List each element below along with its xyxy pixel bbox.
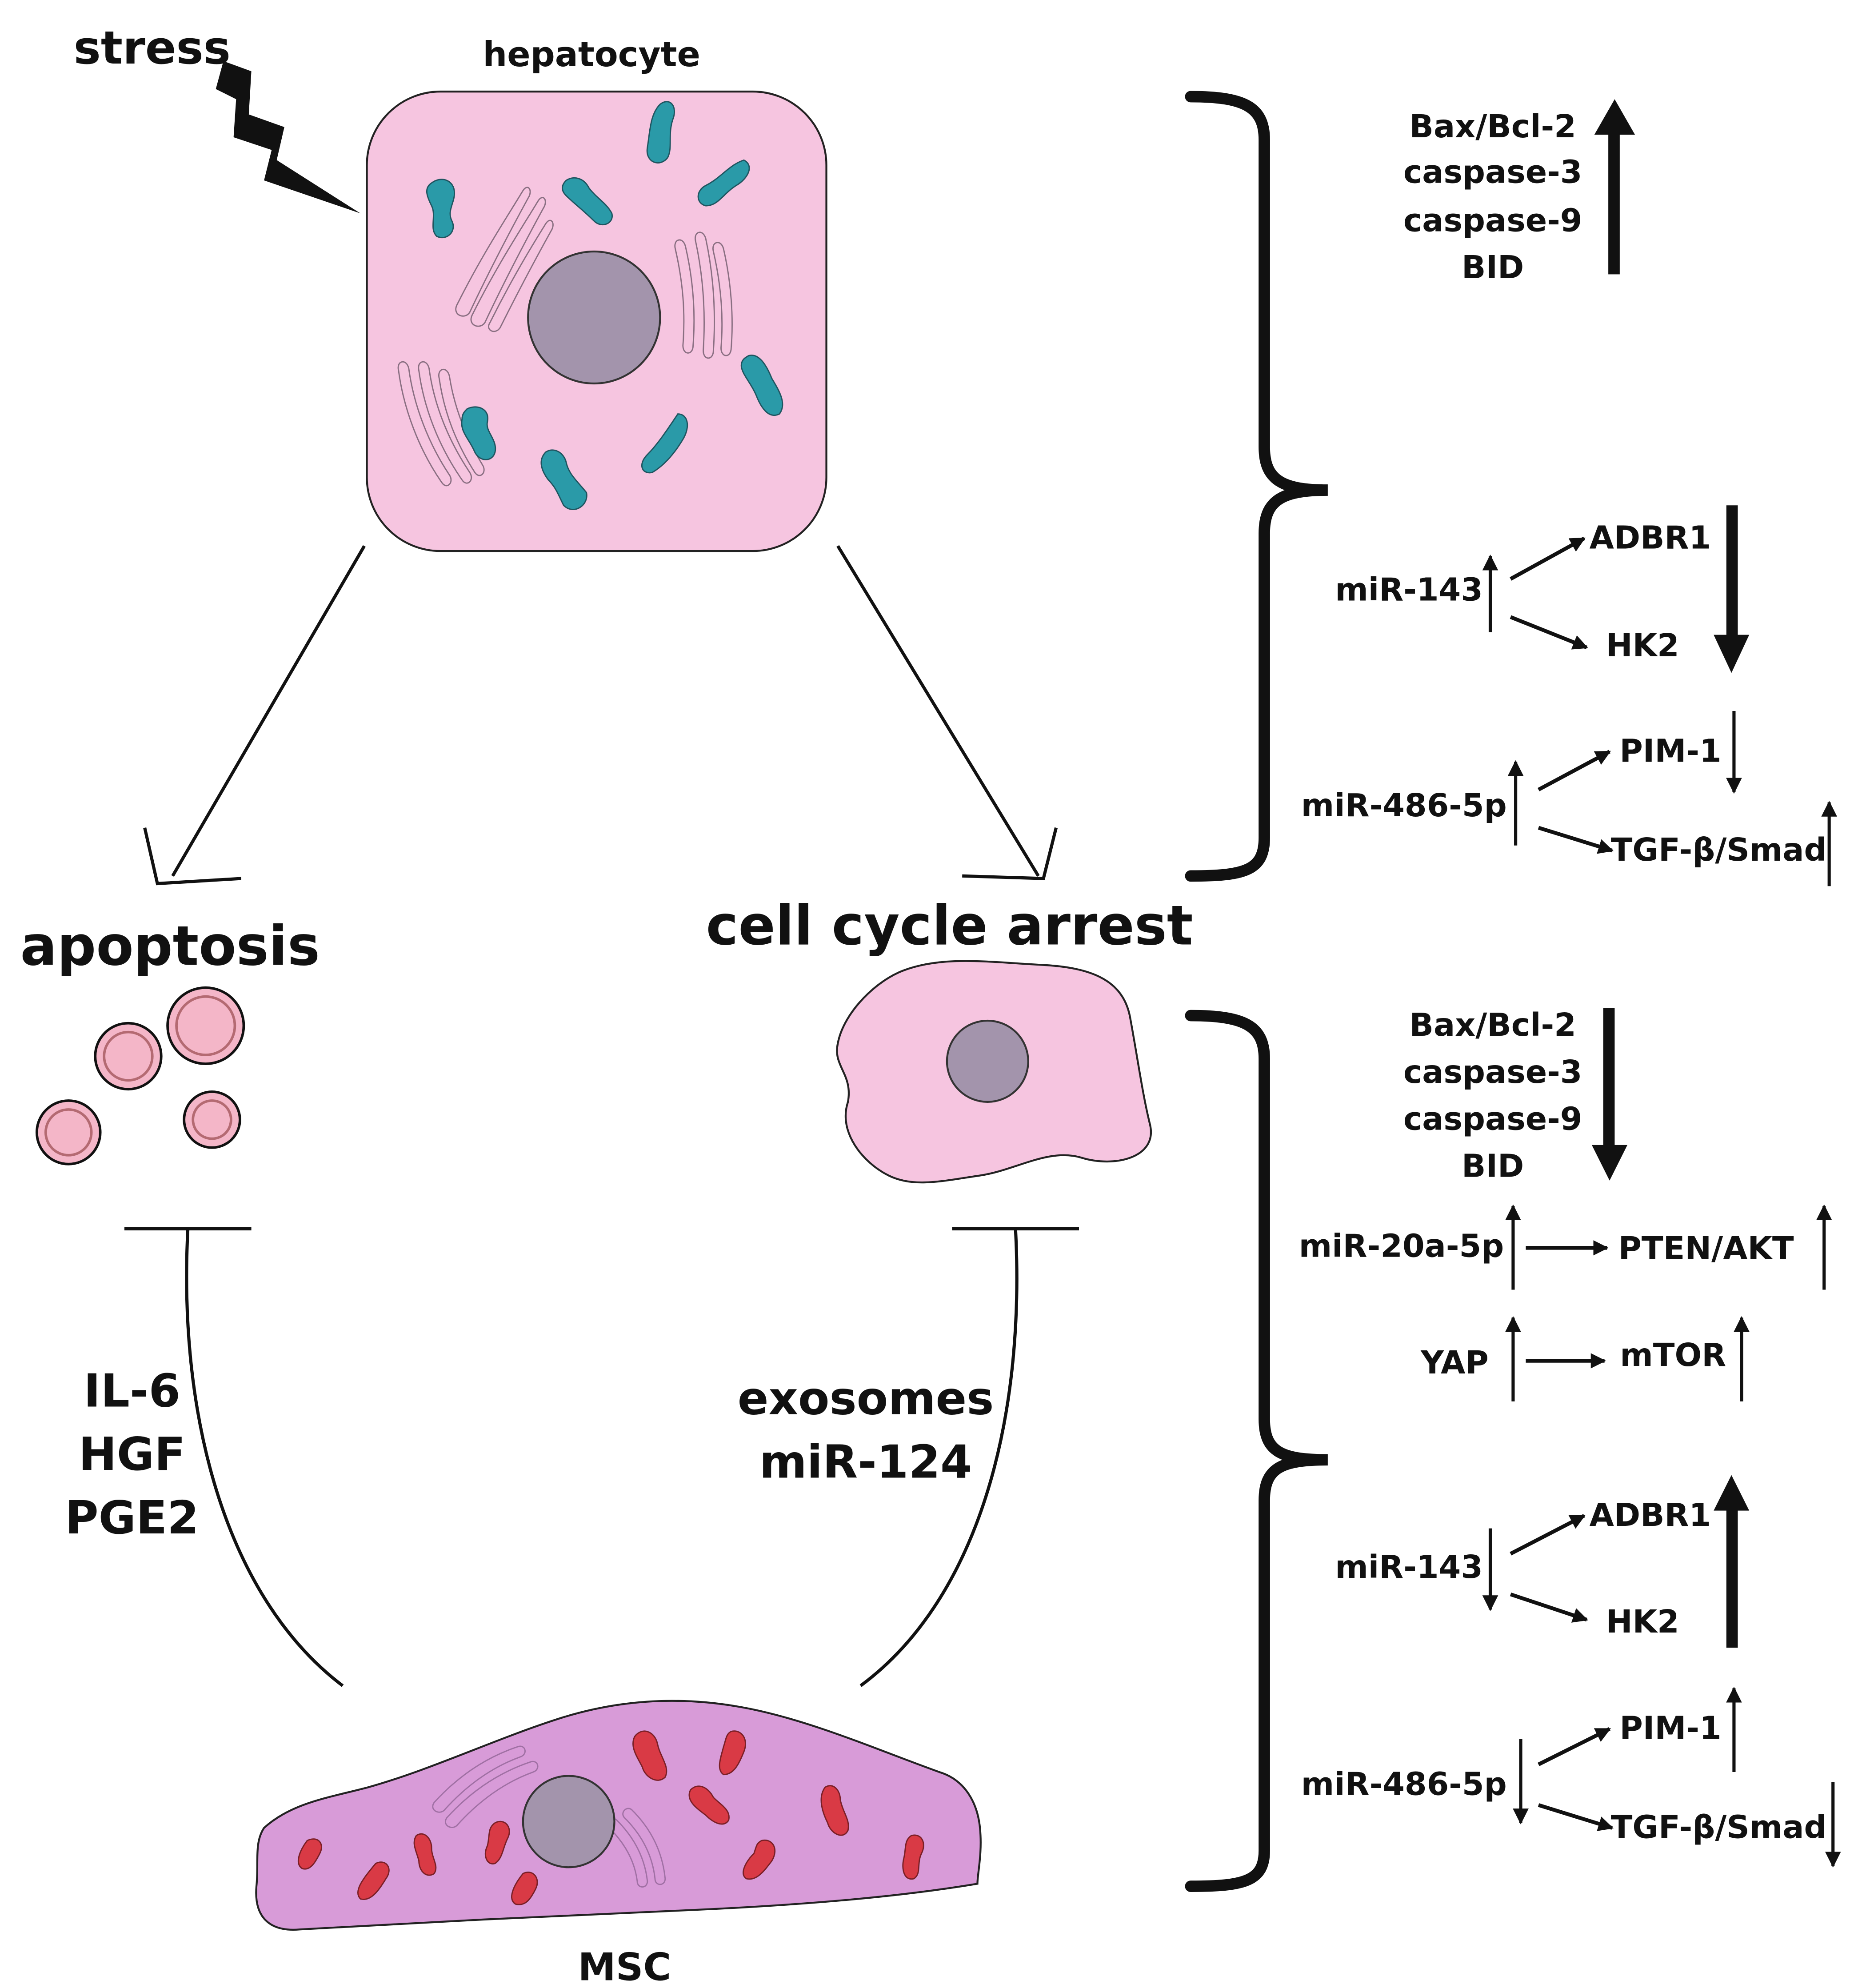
- injury-apoptosis-markers: Bax/Bcl-2 caspase-3 caspase-9 BID: [1403, 108, 1582, 286]
- marker-bid: BID: [1462, 249, 1524, 286]
- paracrine-factor-il6: IL-6: [84, 1365, 180, 1417]
- hepatocyte-cell: [366, 90, 827, 552]
- up-arrow-icon: [1714, 1475, 1750, 1648]
- msc-nucleus: [522, 1775, 615, 1868]
- cell-cycle-arrest-label: cell cycle arrest: [706, 894, 1193, 958]
- hepatocyte-nucleus: [527, 250, 661, 385]
- msc-mir143-label: miR-143: [1335, 1549, 1483, 1585]
- mir20a-label: miR-20a-5p: [1299, 1227, 1504, 1264]
- mtor-label: mTOR: [1620, 1337, 1726, 1373]
- injury-target-pim1: PIM-1: [1619, 732, 1721, 769]
- up-arrow-icon: [1594, 99, 1635, 275]
- stress-label: stress: [74, 22, 231, 75]
- msc-mir143-target-arrows: [1510, 1514, 1588, 1623]
- mir486-target-arrows: [1538, 750, 1614, 854]
- mitochondria: [426, 101, 783, 510]
- exosome-factors: exosomes miR-124: [738, 1372, 994, 1489]
- exosomes-label: exosomes: [738, 1372, 994, 1425]
- marker-caspase3: caspase-3: [1403, 154, 1582, 191]
- yap-label: YAP: [1420, 1344, 1488, 1381]
- msc-inhibition-lines: [124, 1227, 1079, 1687]
- paracrine-factors: IL-6 HGF PGE2: [65, 1365, 199, 1545]
- injury-target-hk2: HK2: [1606, 627, 1679, 664]
- arrested-cell: [836, 960, 1152, 1184]
- msc-marker-caspase3: caspase-3: [1403, 1054, 1582, 1090]
- injury-target-tgfb-smad: TGF-β/Smad: [1611, 831, 1827, 868]
- msc-target-hk2: HK2: [1606, 1603, 1679, 1640]
- msc-marker-bax-bcl2: Bax/Bcl-2: [1410, 1006, 1576, 1043]
- lightning-bolt-icon: [216, 61, 361, 214]
- mir124-label: miR-124: [759, 1436, 972, 1489]
- down-arrow-icon: [1714, 505, 1750, 673]
- msc-target-tgfb-smad: TGF-β/Smad: [1611, 1809, 1827, 1846]
- msc-label: MSC: [578, 1945, 671, 1988]
- mir143-target-arrows: [1510, 536, 1588, 650]
- pten-akt-label: PTEN/AKT: [1618, 1230, 1794, 1267]
- down-arrow-icon: [1592, 1008, 1627, 1181]
- injury-brace: [1185, 91, 1328, 882]
- msc-mir486-label: miR-486-5p: [1301, 1765, 1507, 1802]
- msc-panel: Bax/Bcl-2 caspase-3 caspase-9 BID miR-20…: [1299, 1006, 1841, 1868]
- msc-mir486-target-arrows: [1538, 1727, 1614, 1831]
- paracrine-factor-pge2: PGE2: [65, 1492, 199, 1545]
- msc-mitochondria: [297, 1730, 924, 1905]
- msc-brace: [1185, 1010, 1328, 1892]
- apoptotic-bodies: [35, 986, 245, 1166]
- injury-mir486-label: miR-486-5p: [1301, 787, 1507, 824]
- msc-cell: [255, 1700, 982, 1931]
- msc-marker-caspase9: caspase-9: [1403, 1101, 1582, 1138]
- msc-golgi: [432, 1745, 666, 1888]
- marker-caspase9: caspase-9: [1403, 202, 1582, 239]
- braces: [1185, 91, 1328, 1892]
- apoptosis-label: apoptosis: [20, 914, 320, 978]
- msc-apoptosis-markers: Bax/Bcl-2 caspase-3 caspase-9 BID: [1403, 1006, 1582, 1184]
- injury-target-adbr1: ADBR1: [1590, 519, 1711, 556]
- msc-target-adbr1: ADBR1: [1590, 1497, 1711, 1533]
- hepatocyte-outcome-lines: [143, 545, 1058, 886]
- msc-marker-bid: BID: [1462, 1147, 1524, 1184]
- injury-panel: Bax/Bcl-2 caspase-3 caspase-9 BID miR-14…: [1301, 99, 1838, 886]
- paracrine-factor-hgf: HGF: [79, 1428, 186, 1481]
- marker-bax-bcl2: Bax/Bcl-2: [1410, 108, 1576, 145]
- injury-mir143-label: miR-143: [1335, 571, 1483, 608]
- hepatocyte-label: hepatocyte: [483, 35, 700, 75]
- msc-target-pim1: PIM-1: [1619, 1710, 1721, 1747]
